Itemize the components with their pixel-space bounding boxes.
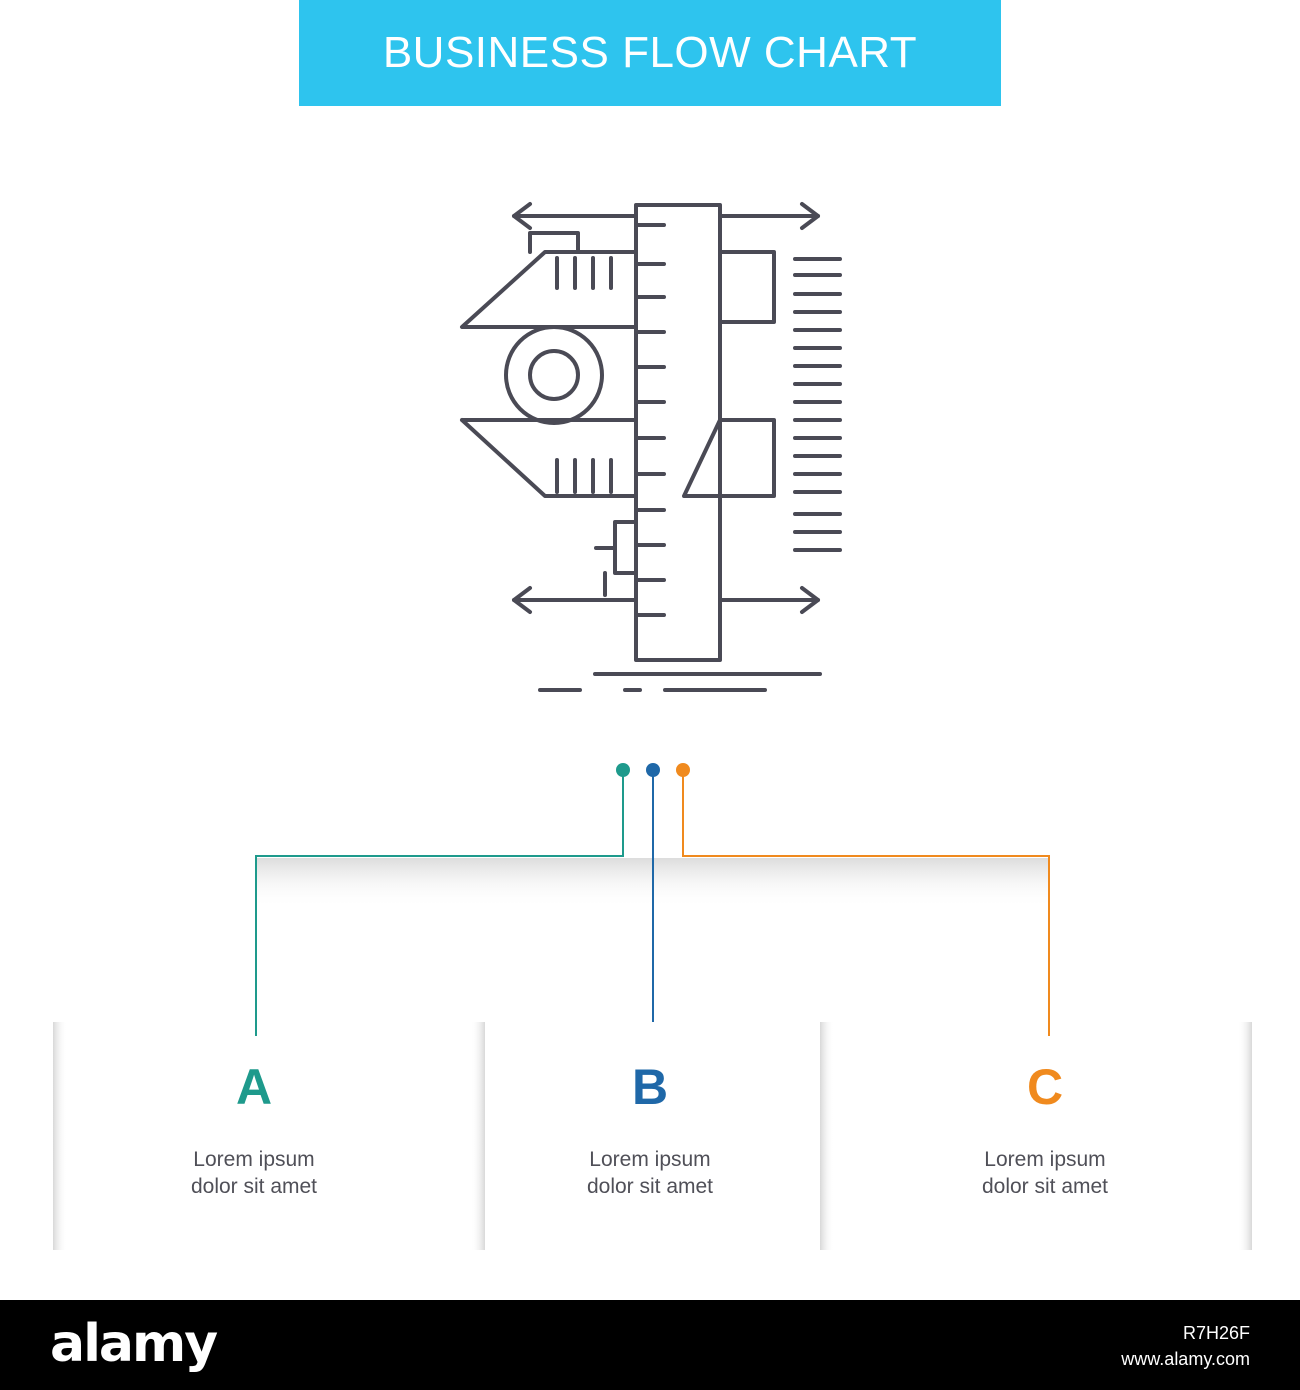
connector-dot-b (646, 763, 660, 777)
connector-c (682, 770, 1050, 1036)
step-a-line2: dolor sit amet (190, 1175, 318, 1198)
flow-diagram (53, 202, 1252, 1250)
alamy-logo: alamy (50, 1314, 218, 1374)
page-title: BUSINESS FLOW CHART (382, 28, 918, 77)
step-c-letter: C (1026, 1059, 1064, 1115)
step-a-letter: A (235, 1059, 273, 1115)
image-id: R7H26F (1182, 1323, 1250, 1343)
step-c-line2: dolor sit amet (981, 1175, 1109, 1198)
step-b-letter: B (631, 1059, 669, 1115)
step-a-line1: Lorem ipsum (193, 1148, 315, 1171)
step-b-line1: Lorem ipsum (589, 1148, 711, 1171)
card-c-left-edge (820, 1022, 834, 1250)
footer-url: www.alamy.com (1121, 1349, 1250, 1369)
card-a-right-edge (471, 1022, 485, 1250)
step-c-description: Lorem ipsum dolor sit amet (925, 1146, 1165, 1200)
caliper-measurement-icon (460, 202, 842, 692)
step-c-line1: Lorem ipsum (984, 1148, 1106, 1171)
step-b-line2: dolor sit amet (586, 1175, 714, 1198)
footer-bar: alamy R7H26F www.alamy.com (0, 1300, 1300, 1390)
connector-dot-c (676, 763, 690, 777)
step-a-description: Lorem ipsum dolor sit amet (134, 1146, 374, 1200)
card-c-right-edge (1238, 1022, 1252, 1250)
title-banner: BUSINESS FLOW CHART (299, 0, 1001, 106)
card-a-left-edge (53, 1022, 67, 1250)
connector-dot-a (616, 763, 630, 777)
connector-a (255, 770, 624, 1036)
step-b-description: Lorem ipsum dolor sit amet (530, 1146, 770, 1200)
footer-info: R7H26F www.alamy.com (1121, 1320, 1250, 1372)
